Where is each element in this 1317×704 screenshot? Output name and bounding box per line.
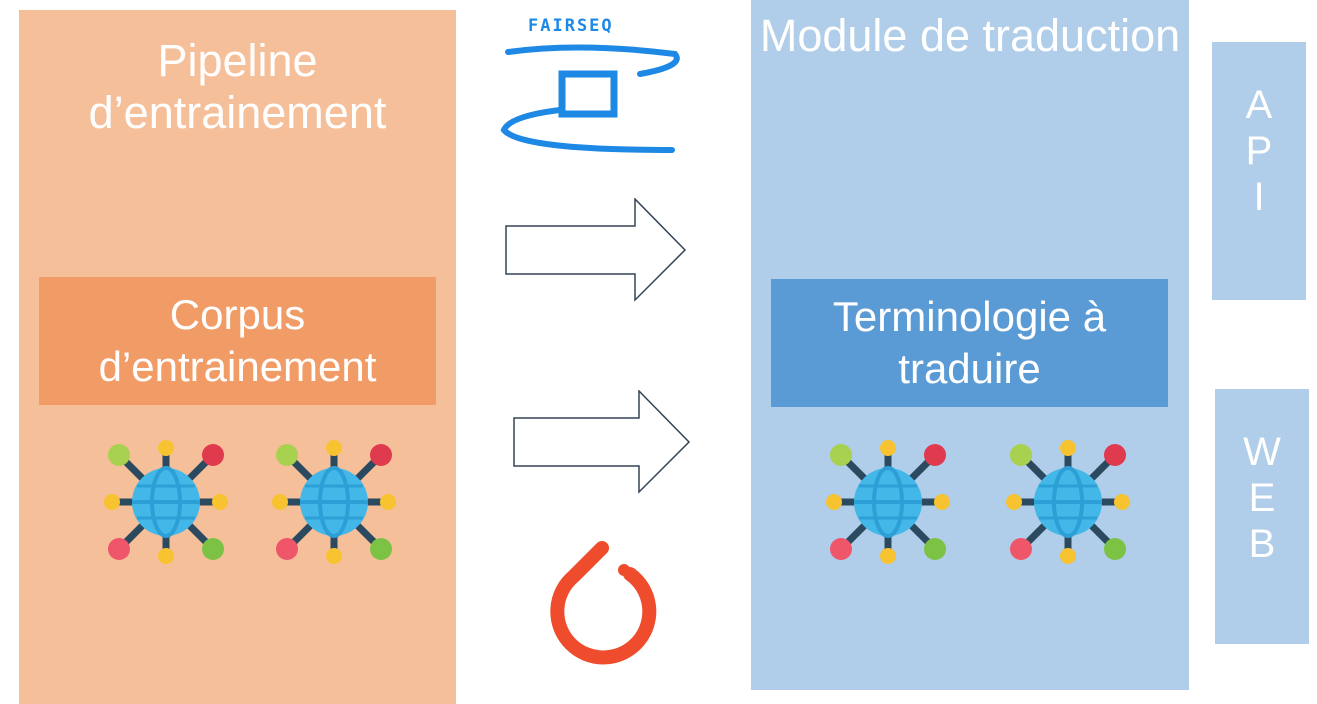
api-letter-p: P (1245, 129, 1273, 173)
web-letter-w: W (1243, 430, 1281, 474)
api-letters: A P I (1212, 82, 1306, 220)
fairseq-label: FAIRSEQ (528, 16, 614, 36)
terminology-label: Terminologie à traduire (832, 293, 1107, 392)
api-box: A P I (1212, 42, 1306, 300)
training-corpus-label: Corpus d’entrainement (98, 291, 377, 390)
terminology-box: Terminologie à traduire (771, 279, 1168, 407)
right-arrow-icon-2 (513, 390, 691, 494)
network-globe-icon (272, 440, 396, 564)
pytorch-logo-icon (550, 541, 657, 665)
right-arrow-icon (505, 198, 687, 302)
training-corpus-box: Corpus d’entrainement (39, 277, 436, 405)
api-letter-a: A (1245, 83, 1273, 127)
training-pipeline-title: Pipeline d’entrainement (88, 35, 387, 138)
network-globe-icon (1006, 440, 1130, 564)
api-letter-i: I (1253, 175, 1265, 219)
fairseq-logo-icon (500, 44, 680, 153)
web-letter-e: E (1248, 476, 1276, 520)
web-letters: W E B (1215, 429, 1309, 567)
network-globe-icon (104, 440, 228, 564)
network-globe-icon (826, 440, 950, 564)
web-box: W E B (1215, 389, 1309, 644)
translation-module-title: Module de traduction (759, 10, 1181, 61)
web-letter-b: B (1248, 522, 1276, 566)
